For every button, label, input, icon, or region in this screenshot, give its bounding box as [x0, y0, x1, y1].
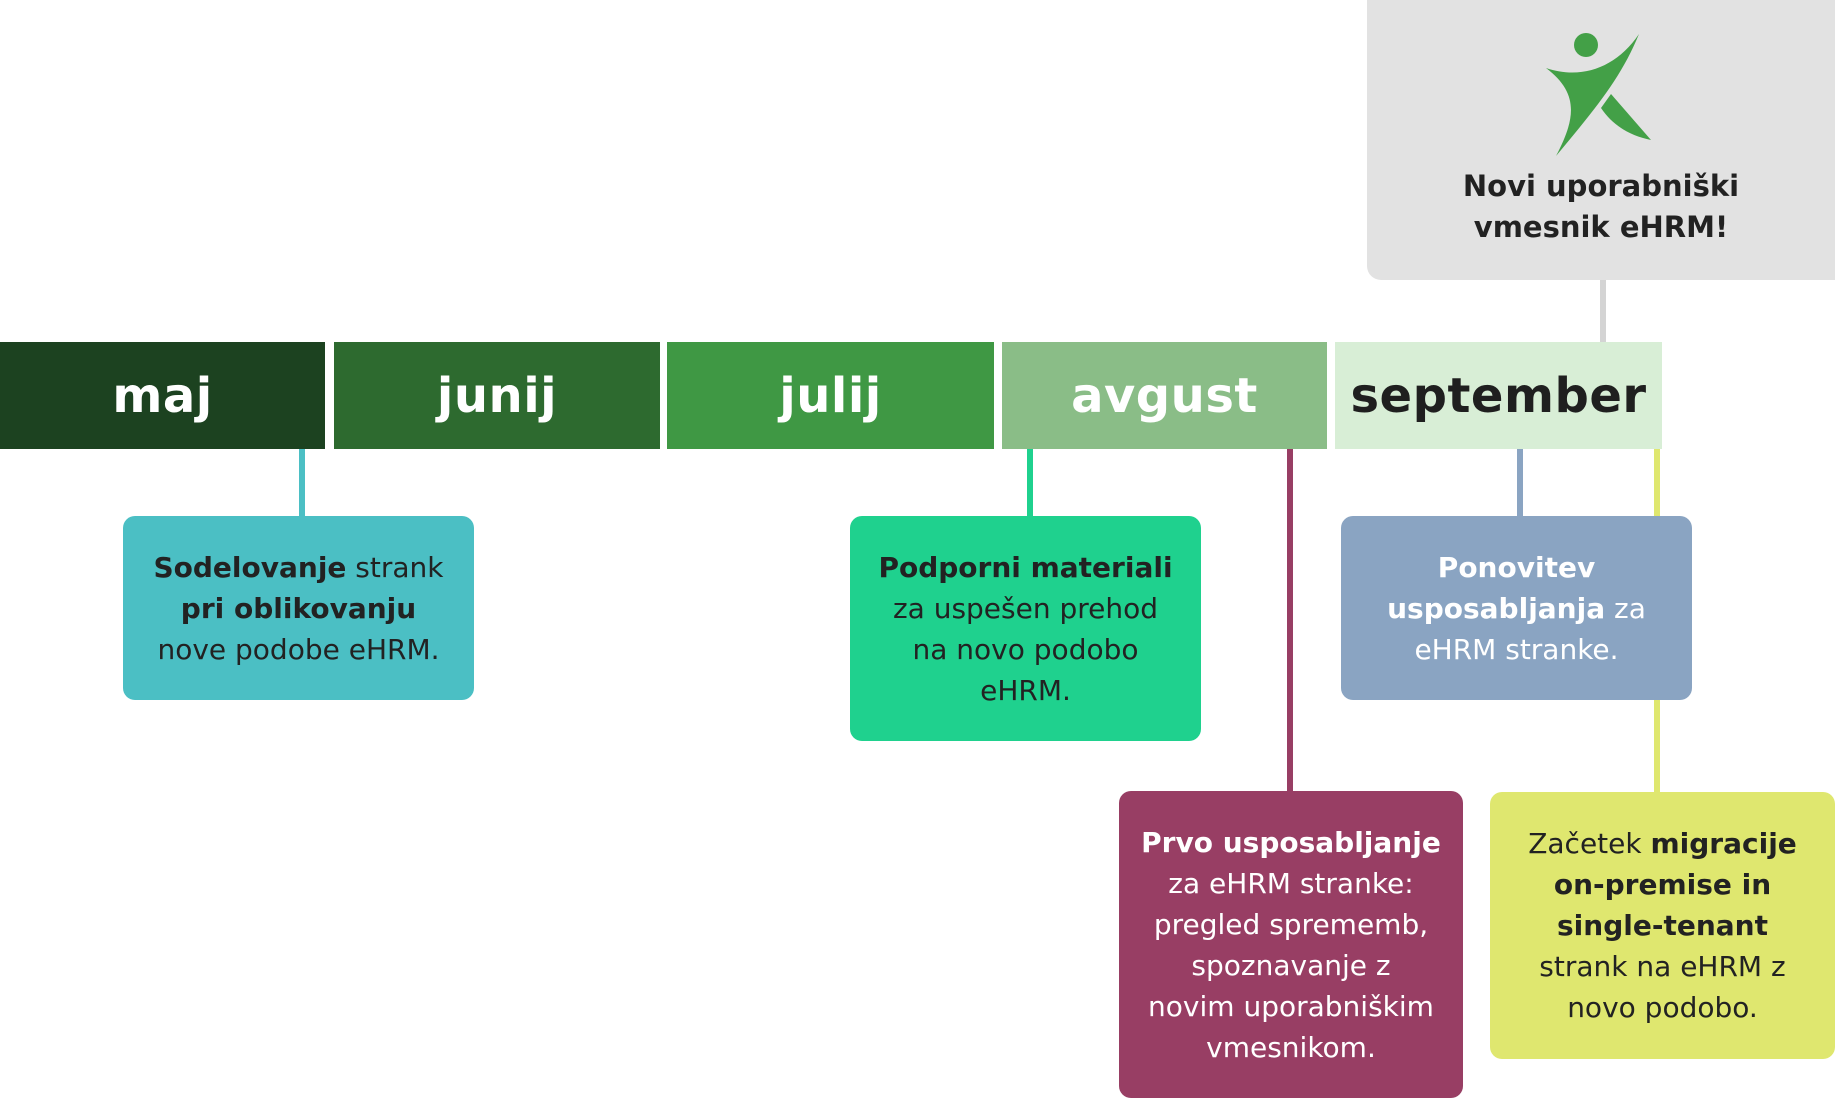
connector-prvo-usposabljanje [1287, 449, 1293, 791]
event-line: on-premise in [1554, 864, 1771, 905]
month-september: september [1335, 342, 1662, 449]
event-text: strank [346, 550, 444, 584]
event-line: strank na eHRM z [1539, 946, 1785, 987]
event-card-podporni-materiali: Podporni materiali za uspešen prehod na no… [850, 516, 1201, 741]
event-line: novim uporabniškim [1148, 986, 1434, 1027]
connector-ponovitev [1517, 449, 1523, 516]
event-line: na novo podobo [913, 629, 1139, 670]
event-line: za uspešen prehod [893, 588, 1158, 629]
event-text: nove podobe eHRM. [157, 632, 440, 666]
connector-sodelovanje [299, 449, 305, 516]
event-line: single-tenant [1557, 905, 1768, 946]
event-text-bold: single-tenant [1557, 909, 1768, 942]
event-text: eHRM. [980, 673, 1071, 707]
event-text-bold: on-premise in [1553, 868, 1772, 901]
event-line: pri oblikovanju [181, 588, 416, 629]
event-line: spoznavanje z [1191, 945, 1390, 986]
month-maj: maj [0, 342, 325, 449]
event-text: eHRM stranke. [1414, 632, 1619, 666]
event-text: Začetek [1528, 827, 1651, 860]
event-text: na novo podobo [912, 632, 1139, 666]
month-junij: junij [334, 342, 660, 449]
event-line: Prvo usposabljanje [1141, 822, 1441, 863]
event-text-bold: Sodelovanje [153, 550, 347, 584]
event-line: pregled sprememb, [1154, 904, 1428, 945]
headline-line: Novi uporabniški [1462, 169, 1740, 203]
event-text: za eHRM stranke: [1168, 866, 1414, 900]
running-person-logo-icon [1546, 33, 1651, 156]
event-line: nove podobe eHRM. [157, 629, 439, 670]
month-avgust: avgust [1002, 342, 1327, 449]
event-text-bold: Podporni materiali [878, 550, 1173, 584]
headline-title: Novi uporabniški vmesnik eHRM! [1463, 166, 1739, 248]
event-text: novim uporabniškim [1148, 989, 1434, 1023]
event-line: novo podobo. [1567, 987, 1758, 1028]
event-text-bold: pri oblikovanju [180, 591, 417, 625]
headline-card: Novi uporabniški vmesnik eHRM! [1367, 0, 1835, 280]
event-text-bold: migracije [1650, 827, 1797, 860]
connector-podporni-materiali [1027, 449, 1033, 516]
event-text-bold: Prvo usposabljanje [1141, 825, 1441, 859]
event-text-bold: Ponovitev [1437, 550, 1596, 584]
headline-connector [1600, 280, 1606, 342]
event-line: Ponovitev [1438, 547, 1595, 588]
event-line: Podporni materiali [878, 547, 1172, 588]
event-text: novo podobo. [1567, 991, 1758, 1024]
event-line: eHRM stranke. [1414, 629, 1618, 670]
event-text: za uspešen prehod [892, 591, 1159, 625]
event-line: eHRM. [980, 670, 1071, 711]
event-text: vmesnikom. [1206, 1030, 1376, 1064]
event-text: pregled sprememb, [1153, 907, 1429, 941]
event-text-bold: usposabljanja [1387, 591, 1606, 625]
event-text: za [1605, 591, 1646, 625]
event-card-prvo-usposabljanje: Prvo usposabljanje za eHRM stranke: pregle… [1119, 791, 1463, 1098]
event-line: Začetek migracije [1528, 823, 1797, 864]
event-card-zacetek-migracije: Začetek migracije on-premise in single-ten… [1490, 792, 1835, 1059]
event-text: spoznavanje z [1191, 948, 1391, 982]
event-text: strank na eHRM z [1539, 950, 1786, 983]
event-line: usposabljanja za [1387, 588, 1646, 629]
month-julij: julij [667, 342, 994, 449]
event-line: Sodelovanje strank [153, 547, 443, 588]
event-line: vmesnikom. [1206, 1027, 1376, 1068]
event-line: za eHRM stranke: [1168, 863, 1413, 904]
headline-line: vmesnik eHRM! [1473, 210, 1729, 244]
